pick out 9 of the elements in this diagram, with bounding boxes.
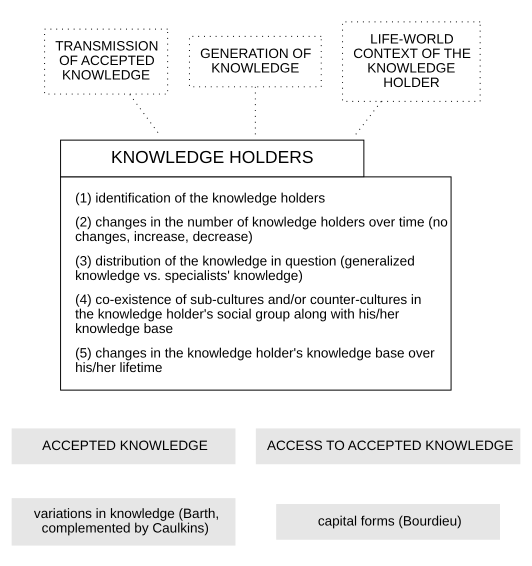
node-box: capital forms (Bourdieu) bbox=[276, 503, 500, 540]
connector bbox=[129, 94, 161, 136]
node-box: TRANSMISSION OF ACCEPTED KNOWLEDGE bbox=[44, 28, 168, 94]
connector bbox=[354, 100, 382, 136]
node-box: ACCEPTED KNOWLEDGE bbox=[12, 428, 236, 464]
node-box: ACCESS TO ACCEPTED KNOWLEDGE bbox=[256, 428, 520, 464]
node-box: LIFE-WORLD CONTEXT OF THE KNOWLEDGE HOLDER bbox=[342, 20, 481, 102]
node-box: GENERATION OF KNOWLEDGE bbox=[188, 35, 322, 87]
node-box: variations in knowledge (Barth, complemented by Caulkins) bbox=[12, 498, 236, 546]
